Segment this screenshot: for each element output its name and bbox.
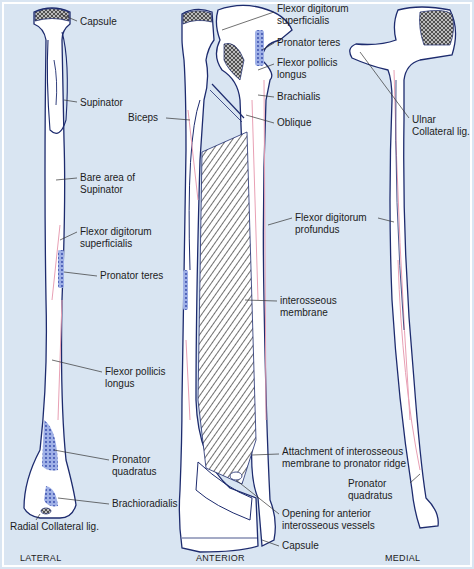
muscle-label: Flexor pollicis longus [277,57,343,80]
view-caption: LATERAL [20,553,90,563]
muscle-label: Flexor digitorum superficialis [277,3,377,26]
muscle-label: Biceps [128,112,173,124]
ligament-label: Radial Collateral lig. [10,521,100,533]
muscle-label: Flexor digitorum profundus [295,212,375,235]
part-label: Capsule [80,16,140,28]
part-label: Opening for anterior interosseous vessel… [282,508,392,531]
muscle-label: Brachioradialis [112,498,182,510]
view-caption: ANTERIOR [196,553,266,563]
muscle-label: Supinator [80,97,140,109]
view-caption: MEDIAL [385,553,445,563]
muscle-label: Bare area of Supinator [80,172,150,195]
part-label: interosseous membrane [280,295,360,318]
muscle-label: Pronator quadratus [112,454,177,477]
muscle-label: Flexor pollicis longus [105,366,170,389]
part-label: Oblique [277,117,337,129]
muscle-label: Pronator teres [277,37,357,49]
muscle-label: Brachialis [277,91,347,103]
part-label: Capsule [282,540,342,552]
muscle-label: Pronator teres [100,270,170,282]
ligament-label: Ulnar Collateral lig. [412,114,470,137]
muscle-label: Pronator quadratus [348,478,408,501]
muscle-label: Flexor digitorum superficialis [80,226,170,249]
part-label: Attachment of interosseous membrane to p… [282,446,412,469]
